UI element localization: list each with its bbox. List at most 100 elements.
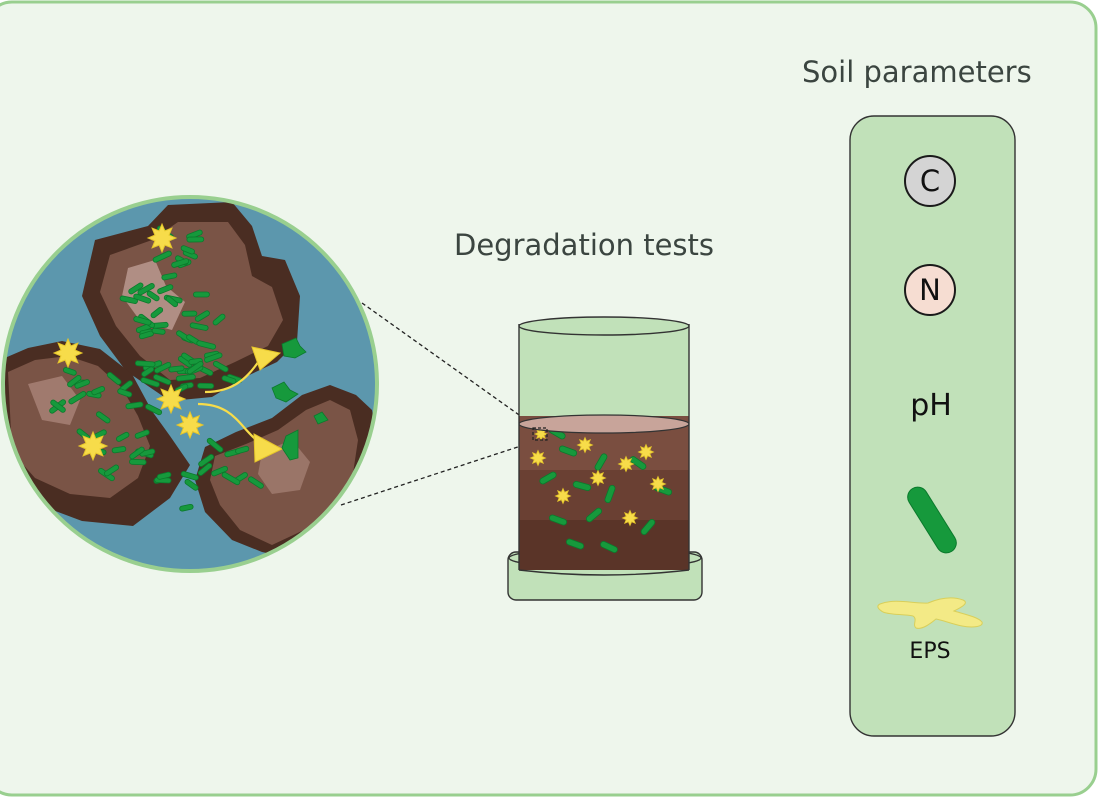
fragment-icon [271, 381, 299, 403]
bacterium-icon [197, 462, 213, 476]
bacterium-icon [211, 465, 228, 477]
bacterium-icon [165, 295, 179, 308]
bacterium-icon [129, 446, 145, 460]
bacterium-icon [175, 373, 196, 382]
bacterium-icon [586, 507, 602, 523]
bacterium-icon [117, 388, 133, 398]
bacterium-icon [221, 471, 241, 486]
degradation-tests-title: Degradation tests [454, 228, 715, 262]
bacterium-icon [62, 367, 77, 376]
bacterium-icon [235, 445, 250, 455]
bacterium-icon [91, 386, 106, 396]
degradation-beaker [507, 316, 703, 601]
bacterium-icon [50, 399, 66, 413]
bacterium-icon [74, 379, 90, 389]
bacterium-icon [594, 453, 608, 471]
bacterium-icon [137, 283, 155, 296]
bacterium-icon [128, 282, 144, 295]
bacterium-icon [180, 245, 195, 255]
bacterium-icon [558, 445, 578, 457]
pollutant-icon [529, 449, 547, 467]
bacterium-icon [116, 431, 130, 442]
bacterium-icon [572, 481, 592, 491]
bacterium-icon [604, 484, 616, 504]
bacterium-icon [565, 538, 585, 550]
bacterium-icon [197, 382, 215, 389]
bacterium-icon [106, 371, 122, 385]
pollutant-icon [146, 222, 178, 254]
bacterium-icon [153, 374, 172, 386]
bacterium-icon [196, 340, 217, 350]
bacterium-icon [156, 471, 172, 480]
bacterium-icon [152, 250, 172, 263]
pollutant-icon [576, 436, 594, 454]
bacterium-icon [221, 375, 237, 385]
fragment-icon [313, 411, 329, 425]
pollutant-icon [155, 383, 187, 415]
pollutant-icon [621, 509, 639, 527]
bacterium-icon [247, 476, 264, 489]
bacterium-icon [68, 391, 87, 405]
zoom-line-top [361, 302, 537, 428]
bacterium-icon [157, 284, 174, 295]
bacterium-icon [181, 310, 198, 317]
bacterium-icon [125, 401, 144, 410]
eps-label: EPS [909, 639, 951, 664]
bacteria-cluster [49, 225, 264, 512]
bacterium-icon [203, 352, 223, 363]
bacterium-icon [180, 471, 199, 481]
pollutant-icon [175, 410, 205, 440]
beaker-pollutants [529, 426, 667, 527]
bacterium-icon [184, 478, 199, 491]
bacterium-icon [133, 316, 152, 326]
pollutant-icon [77, 430, 109, 462]
bacterium-icon [212, 313, 226, 326]
bacterium-icon [206, 437, 224, 453]
bacterium-icon [103, 464, 120, 477]
bacterium-icon [111, 446, 127, 454]
beaker-bottom-edge [518, 569, 690, 576]
bacterium-icon [119, 295, 138, 304]
magnifier-outline [1, 195, 379, 573]
bacterium-icon [67, 374, 82, 388]
pollutant-icon [617, 455, 635, 473]
bacterium-icon [168, 365, 185, 373]
beaker-rim [518, 316, 690, 336]
fragment-icon [281, 429, 299, 461]
pollutant-cluster [52, 222, 205, 462]
bacterium-icon [640, 519, 656, 535]
pollutant-icon [589, 469, 607, 487]
bacterium-icon [134, 360, 156, 368]
bacterium-icon [907, 486, 957, 554]
soil-parameters-title: Soil parameters [802, 55, 1032, 89]
bacterium-icon [548, 514, 568, 526]
bacterium-icon [198, 454, 215, 467]
degraded-fragments [271, 337, 329, 461]
pollutant-icon [637, 443, 655, 461]
bacterium-icon [171, 258, 190, 268]
bacterium-icon [140, 377, 160, 388]
soil-aggregate-top-face [100, 222, 283, 380]
bacterium-icon [154, 361, 172, 374]
bacterium-icon [192, 291, 210, 298]
bacterium-icon [212, 360, 229, 373]
nitrogen-icon: N [904, 264, 956, 316]
soil-parameters-panel [849, 115, 1016, 737]
pollutant-icon [52, 337, 84, 369]
bacterium-icon [600, 541, 618, 553]
degradation-arrowhead-icon [251, 346, 282, 371]
bacterium-icon [150, 307, 164, 319]
bacterium-icon [161, 272, 178, 281]
bacterium-icon [179, 503, 194, 512]
bacterium-icon [151, 327, 166, 335]
eps-icon [877, 597, 983, 629]
bacterium-icon [134, 429, 150, 439]
ph-label: pH [910, 388, 952, 423]
beaker-bacteria [539, 426, 673, 553]
bacterium-icon [129, 458, 147, 466]
bacterium-icon [146, 290, 160, 302]
bacterium-icon [186, 236, 205, 243]
degradation-arrowhead-icon [253, 433, 284, 463]
